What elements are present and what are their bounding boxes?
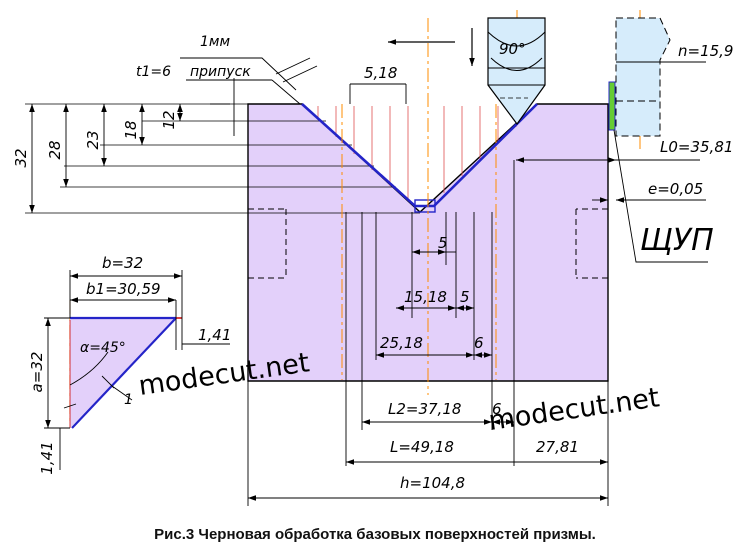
label-15-18: 15,18 xyxy=(404,288,447,306)
dim-5-18 xyxy=(349,83,407,104)
label-25-18: 25,18 xyxy=(380,334,423,352)
vertical-dimensions xyxy=(29,104,183,213)
allowance-leader xyxy=(180,57,318,105)
label-6-b: 6 xyxy=(492,400,502,418)
label-L2: L2=37,18 xyxy=(388,400,461,418)
label-L0: L0=35,81 xyxy=(660,138,733,156)
label-5-18: 5,18 xyxy=(364,64,397,82)
label-32-vertical: 32 xyxy=(12,148,30,167)
label-h: h=104,8 xyxy=(400,474,465,492)
triangle-diagram xyxy=(44,270,230,470)
label-12: 12 xyxy=(160,110,178,129)
label-23: 23 xyxy=(84,130,102,149)
watermark-right: modecut.net xyxy=(487,382,662,437)
label-6-a: 6 xyxy=(474,334,484,352)
label-27-81: 27,81 xyxy=(536,438,579,456)
label-e: e=0,05 xyxy=(648,180,703,198)
label-L: L=49,18 xyxy=(390,438,454,456)
horizontal-dimensions xyxy=(247,160,609,506)
v-groove-outline xyxy=(301,103,538,213)
label-18: 18 xyxy=(122,120,140,139)
watermark-left: modecut.net xyxy=(137,347,312,402)
label-1: 1 xyxy=(124,392,133,408)
label-b: b=32 xyxy=(102,254,143,272)
right-dimensions xyxy=(516,61,708,263)
label-n: n=15,9 xyxy=(678,42,733,60)
cutter-tool xyxy=(487,17,546,126)
label-1mm: 1мм xyxy=(200,34,230,50)
spindle-fixture xyxy=(608,17,671,137)
label-t1: t1=6 xyxy=(136,64,171,80)
label-5-b: 5 xyxy=(460,288,470,306)
hidden-slots xyxy=(248,208,608,279)
label-probe: ЩУП xyxy=(640,223,714,258)
depth-step-lines xyxy=(25,103,420,214)
label-allowance: припуск xyxy=(190,64,251,80)
label-5-a: 5 xyxy=(438,234,448,252)
label-b1: b1=30,59 xyxy=(86,280,161,298)
dimension-labels: 1мм припуск t1=6 32 28 23 18 12 5,18 90°… xyxy=(12,34,733,492)
label-90deg: 90° xyxy=(499,40,526,58)
label-28: 28 xyxy=(46,140,64,159)
label-alpha: α=45° xyxy=(80,340,126,356)
t1-dimension xyxy=(210,78,235,136)
label-1-41-a: 1,41 xyxy=(198,326,231,344)
figure-caption: Рис.3 Черновая обработка базовых поверхн… xyxy=(154,526,596,543)
label-a: a=32 xyxy=(28,352,46,393)
label-1-41-b: 1,41 xyxy=(38,441,56,474)
